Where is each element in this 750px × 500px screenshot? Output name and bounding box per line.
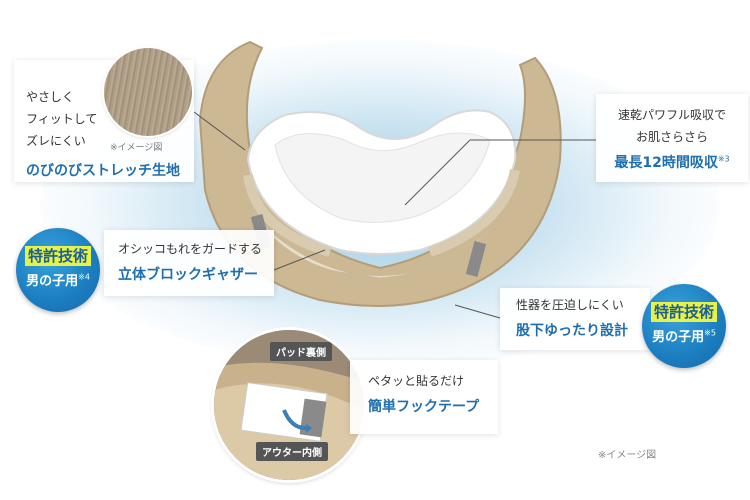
pad-inner — [274, 132, 491, 223]
patent-badge-right-sub-wrap: 男の子用※5 — [642, 326, 726, 345]
patent-badge-right-sub: 男の子用 — [652, 330, 705, 345]
hook-tab-right — [465, 241, 487, 277]
patent-badge-right-highlight: 特許技術 — [650, 302, 717, 322]
block-gather-left — [243, 174, 332, 257]
absorb-line-2: お肌さらさら — [635, 130, 708, 144]
stretch-line-3: ズレにくい — [26, 134, 86, 148]
absorb-title-wrap: 最長12時間吸収※3 — [596, 152, 748, 172]
stretch-line-2: フィットして — [26, 112, 98, 126]
tape-title: 簡単フックテープ — [368, 399, 480, 415]
feature-card-gather: オシッコもれをガードする 立体ブロックギャザー — [104, 230, 274, 296]
image-footnote: ※イメージ図 — [598, 450, 657, 461]
crotch-title: 股下ゆったり設計 — [516, 323, 628, 339]
gather-title: 立体ブロックギャザー — [118, 267, 258, 283]
stretch-title: のびのびストレッチ生地 — [26, 163, 180, 179]
patent-badge-right: 特許技術 男の子用※5 — [642, 284, 726, 368]
feature-card-crotch: 性器を圧迫しにくい 股下ゆったり設計 — [500, 288, 650, 350]
crotch-line-1: 性器を圧迫しにくい — [516, 298, 624, 312]
leader-gather — [273, 249, 326, 271]
patent-badge-left-sub-wrap: 男の子用※4 — [16, 270, 100, 289]
patent-badge-left-mark: ※4 — [78, 272, 90, 282]
fabric-closeup-image — [104, 48, 192, 136]
absorb-footnote-mark: ※3 — [717, 154, 730, 164]
feature-card-absorb: 速乾パワフル吸収で お肌さらさら 最長12時間吸収※3 — [596, 94, 748, 182]
leader-crotch — [454, 304, 501, 319]
tag-pad-back: パッド裏側 — [270, 342, 332, 361]
stretch-line-1: やさしく — [26, 90, 75, 104]
hook-tape-zoom-circle: パッド裏側 アウター内側 — [214, 330, 364, 480]
gather-line-1: オシッコもれをガードする — [118, 242, 263, 256]
absorb-line-1: 速乾パワフル吸収で — [617, 108, 726, 122]
leader-absorb-diag — [404, 139, 471, 206]
tag-outer-inside: アウター内側 — [256, 442, 328, 461]
patent-badge-right-mark: ※5 — [704, 328, 716, 338]
hook-tape-zoom-art — [214, 330, 364, 480]
absorb-title: 最長12時間吸収 — [614, 155, 718, 171]
patent-badge-left-highlight: 特許技術 — [24, 246, 91, 266]
patent-badge-left-sub: 男の子用 — [26, 274, 79, 289]
tape-line-1: ペタッと貼るだけ — [368, 374, 465, 388]
patent-badge-left: 特許技術 男の子用※4 — [16, 228, 100, 312]
stretch-note: ※イメージ図 — [110, 143, 163, 153]
block-gather-right — [428, 168, 520, 257]
feature-card-tape: ペタッと貼るだけ 簡単フックテープ — [350, 360, 498, 434]
leader-stretch — [193, 111, 246, 151]
diaper-mesh — [249, 209, 501, 279]
